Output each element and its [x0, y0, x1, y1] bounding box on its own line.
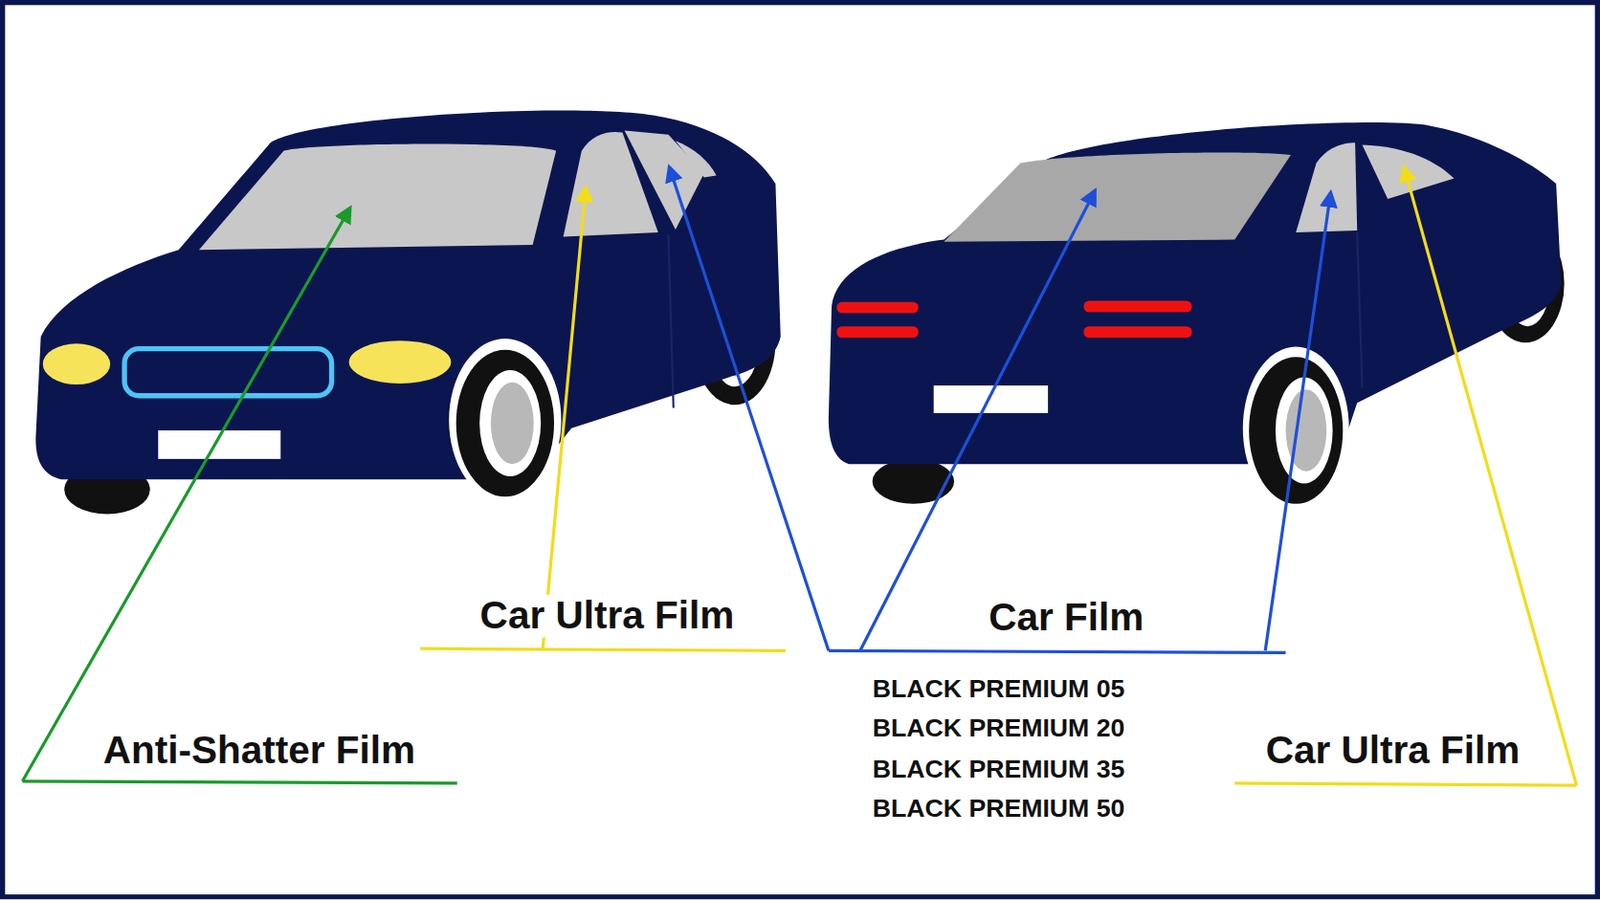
car-body	[828, 122, 1562, 465]
hub	[490, 382, 534, 465]
car-body	[35, 110, 780, 480]
leader-line	[542, 187, 586, 649]
leader-line	[860, 190, 1095, 651]
headlight	[349, 340, 452, 384]
rim-ring	[479, 370, 541, 477]
tire	[872, 459, 955, 505]
underline	[420, 648, 786, 651]
underline	[828, 650, 1287, 653]
film-label: Car Ultra Film	[1261, 730, 1524, 774]
film-label: Anti-Shatter Film	[98, 730, 420, 774]
windshield	[199, 144, 556, 251]
taillight	[836, 302, 918, 314]
rear-car	[828, 122, 1565, 511]
underline	[1234, 783, 1577, 786]
side-window	[624, 130, 705, 229]
tire	[456, 350, 555, 498]
side-window	[675, 140, 717, 178]
film-label: Car Ultra Film	[475, 595, 738, 639]
taillight	[1083, 301, 1192, 313]
leader-line	[1265, 193, 1331, 652]
side-window	[1362, 144, 1455, 200]
underline	[22, 781, 457, 784]
door-seam	[1356, 232, 1362, 388]
rim-ring	[1275, 377, 1334, 485]
product-name: BLACK PREMIUM 20	[870, 714, 1128, 743]
leader-line	[1403, 167, 1577, 786]
leader-lines	[22, 167, 1577, 786]
leader-line	[669, 167, 829, 651]
grille	[124, 349, 332, 397]
rear-window	[943, 153, 1291, 243]
license-plate	[933, 385, 1048, 414]
taillight	[1083, 326, 1192, 338]
film-label: Car Film	[984, 597, 1149, 641]
wheel-arch	[448, 338, 561, 503]
leader-line	[22, 208, 350, 782]
door-seam	[667, 234, 673, 408]
product-name: BLACK PREMIUM 50	[870, 795, 1128, 823]
product-name: BLACK PREMIUM 35	[870, 755, 1128, 783]
headlight	[43, 343, 111, 385]
product-name: BLACK PREMIUM 05	[870, 674, 1128, 703]
front-car	[35, 110, 780, 514]
taillight	[836, 326, 918, 338]
